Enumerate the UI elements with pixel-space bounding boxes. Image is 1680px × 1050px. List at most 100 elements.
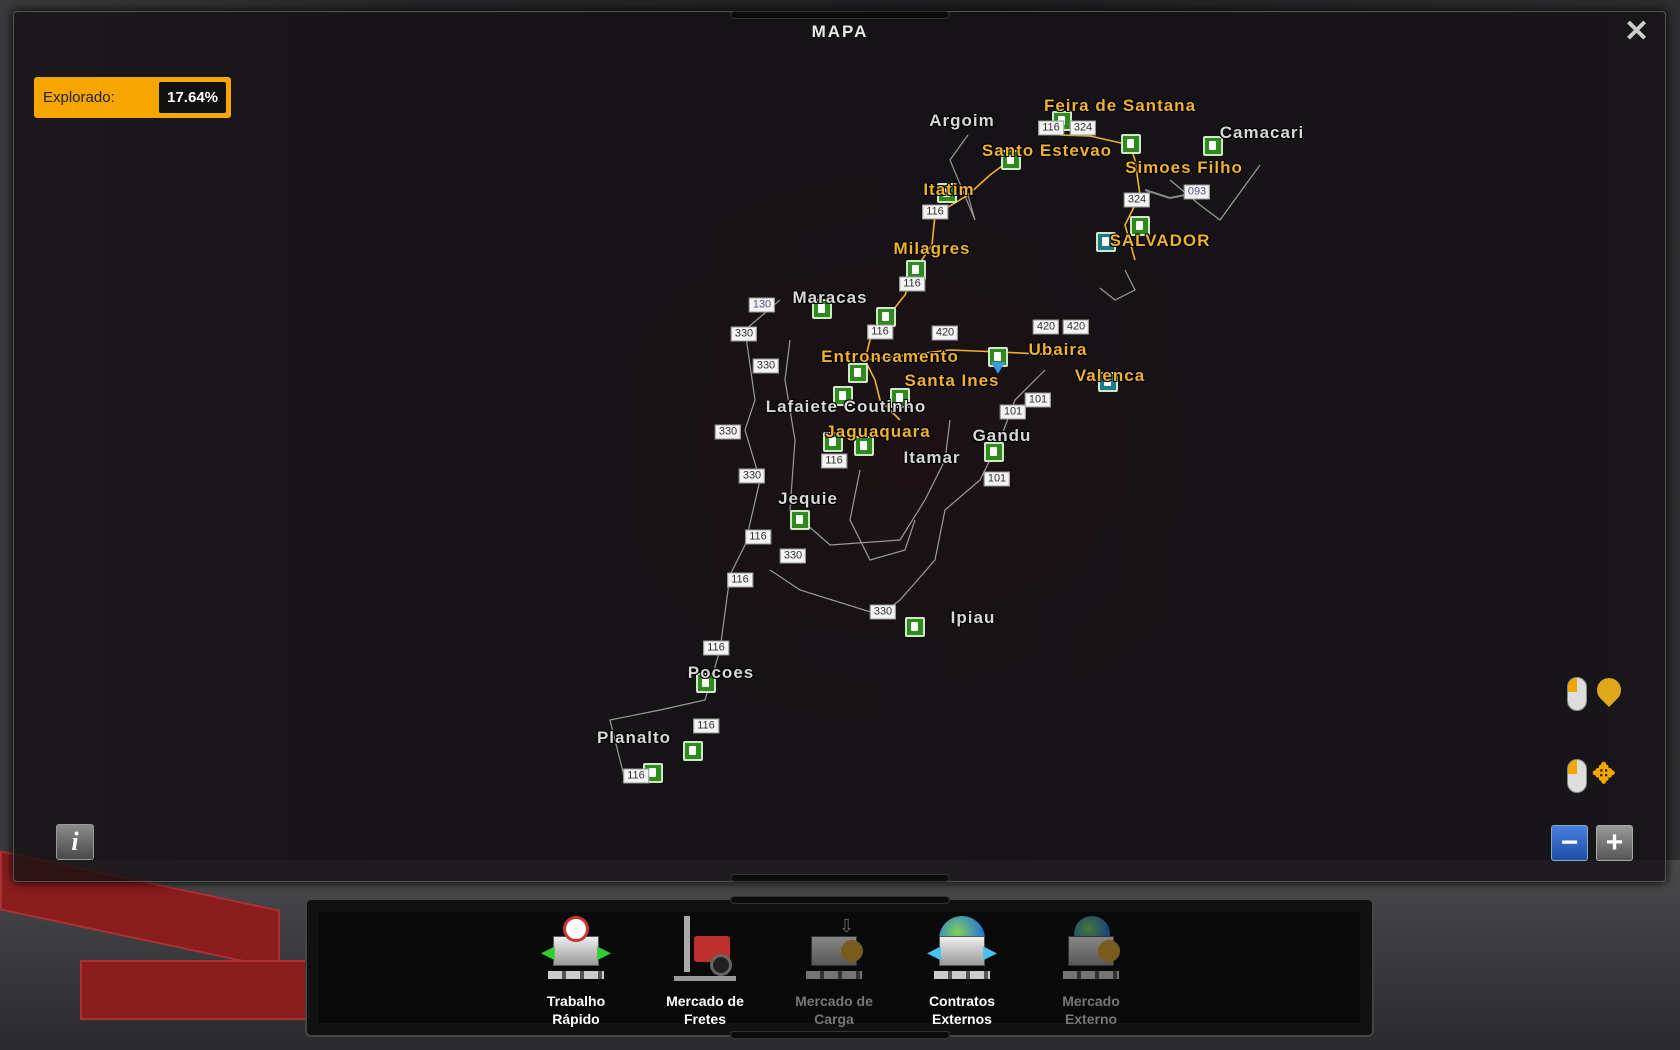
fuel-station-icon[interactable] <box>984 442 1004 462</box>
zoom-out-button[interactable]: − <box>1551 825 1588 861</box>
city-label[interactable]: Argoim <box>929 111 995 130</box>
route-shield: 116 <box>867 324 893 340</box>
city-label[interactable]: Itatim <box>923 180 975 199</box>
fuel-station-icon[interactable] <box>696 673 716 693</box>
external-market-label-1: Mercado <box>1062 993 1120 1009</box>
fuel-station-icon[interactable] <box>905 617 925 637</box>
route-shield: 330 <box>779 548 807 564</box>
fuel-station-icon[interactable] <box>1001 150 1021 170</box>
cargo-market-icon: ⇩ <box>799 916 869 982</box>
city-label[interactable]: Santa Ines <box>904 371 1000 390</box>
panel-grip-bottom <box>729 874 950 882</box>
globe-contracts-icon: ◀▶ <box>927 916 997 982</box>
route-shield: 116 <box>623 768 649 784</box>
route-shield: 324 <box>1123 192 1151 208</box>
fuel-station-icon[interactable] <box>1203 136 1223 156</box>
route-shield: 116 <box>821 453 847 469</box>
fuel-station-icon[interactable] <box>937 183 957 203</box>
city-label[interactable]: Pocoes <box>687 663 755 682</box>
route-shield: 116 <box>922 204 948 220</box>
route-shield: 330 <box>869 604 897 620</box>
route-shield: 420 <box>931 325 959 341</box>
route-shield: 420 <box>1062 319 1090 335</box>
quick-job-label-1: Trabalho <box>546 993 606 1009</box>
route-shield: 101 <box>983 471 1011 487</box>
bar-grip-bottom <box>729 1031 950 1039</box>
move-arrows-icon: ✥ <box>1592 758 1616 789</box>
city-label[interactable]: Entroncamento <box>821 347 959 366</box>
fuel-station-icon[interactable] <box>683 741 703 761</box>
city-label[interactable]: Santo Estevao <box>981 141 1113 160</box>
route-shield: 330 <box>730 326 758 342</box>
route-shield: 330 <box>738 468 766 484</box>
city-label[interactable]: Valenca <box>1074 366 1146 385</box>
bottom-menu-bar <box>305 896 1374 1039</box>
city-label[interactable]: SALVADOR <box>1109 231 1211 250</box>
route-shield: 116 <box>693 718 719 734</box>
cargo-market-label-2: Carga <box>814 1011 854 1027</box>
fuel-station-icon[interactable] <box>833 386 853 406</box>
bar-grip-top <box>729 896 950 904</box>
city-label[interactable]: Planalto <box>596 728 672 747</box>
route-shield: 324 <box>1069 120 1097 136</box>
city-label[interactable]: Itamar <box>903 448 961 467</box>
city-label[interactable]: Ubaira <box>1028 340 1088 359</box>
mouse-left-drag-icon <box>1567 759 1587 793</box>
explored-indicator: Explorado: 17.64% <box>34 77 231 118</box>
route-shield: 130 <box>748 297 776 313</box>
city-label[interactable]: Camacari <box>1219 123 1305 142</box>
fuel-station-icon[interactable] <box>823 432 843 452</box>
forklift-icon <box>670 916 740 982</box>
explored-label: Explorado: <box>43 89 115 106</box>
player-position-icon <box>991 362 1005 374</box>
quick-job-label-2: Rápido <box>552 1011 600 1027</box>
fuel-station-icon[interactable] <box>890 388 910 408</box>
freight-market-label-1: Mercado de <box>666 993 744 1009</box>
fuel-station-icon[interactable] <box>790 510 810 530</box>
external-market-label-2: Externo <box>1064 1011 1118 1027</box>
quick-job-icon: ◀▶ <box>541 916 611 982</box>
route-shield: 116 <box>703 640 729 656</box>
external-contracts-label-1: Contratos <box>928 993 996 1009</box>
port-icon[interactable] <box>1098 372 1118 392</box>
external-contracts-label-2: Externos <box>932 1011 992 1027</box>
mouse-left-click-icon <box>1567 677 1587 711</box>
panel-grip-top <box>729 11 950 19</box>
red-lift-decoration <box>80 960 320 1020</box>
city-label[interactable]: Jequie <box>778 489 838 508</box>
fuel-station-icon[interactable] <box>1130 216 1150 236</box>
fuel-station-icon[interactable] <box>812 299 832 319</box>
city-label[interactable]: Lafaiete Coutinho <box>765 397 927 416</box>
fuel-station-icon[interactable] <box>848 363 868 383</box>
route-shield: 420 <box>1032 319 1060 335</box>
route-shield: 093 <box>1183 184 1211 200</box>
route-shield: 116 <box>727 572 753 588</box>
route-shield: 116 <box>745 529 771 545</box>
city-label[interactable]: Jaguaquara <box>825 422 931 441</box>
city-label[interactable]: Maracas <box>792 288 868 307</box>
close-icon[interactable]: ✕ <box>1624 15 1650 48</box>
route-shield: 101 <box>999 404 1027 420</box>
route-shield: 116 <box>899 276 925 292</box>
fuel-station-icon[interactable] <box>1121 134 1141 154</box>
route-shield: 116 <box>1038 120 1064 136</box>
city-label[interactable]: Gandu <box>972 426 1032 445</box>
city-label[interactable]: Ipiau <box>950 608 996 627</box>
fuel-station-icon[interactable] <box>854 436 874 456</box>
garage-icon[interactable] <box>1096 232 1116 252</box>
route-shield: 330 <box>714 424 742 440</box>
zoom-in-button[interactable]: + <box>1596 825 1633 861</box>
city-label[interactable]: Milagres <box>893 239 971 258</box>
city-label[interactable]: Feira de Santana <box>1043 96 1197 115</box>
city-label[interactable]: Simoes Filho <box>1125 158 1243 177</box>
globe-market-icon <box>1056 916 1126 982</box>
info-button[interactable]: i <box>56 824 94 860</box>
route-shield: 330 <box>752 358 780 374</box>
route-shield: 101 <box>1024 392 1052 408</box>
